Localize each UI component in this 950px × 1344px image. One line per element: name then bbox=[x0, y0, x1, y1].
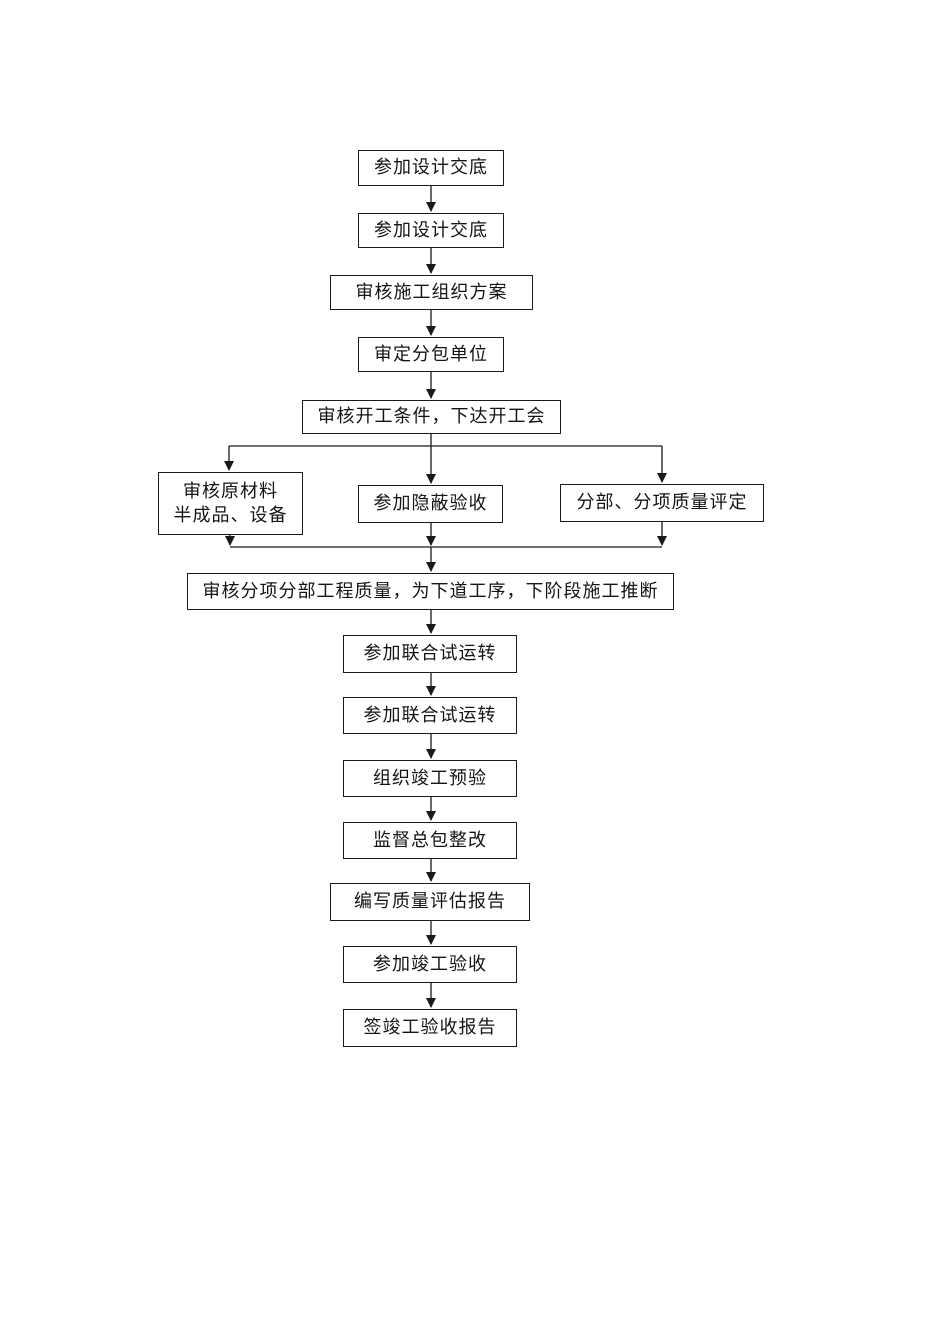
step-design-briefing-2: 参加设计交底 bbox=[358, 213, 504, 248]
step-joint-trial-run-2: 参加联合试运转 bbox=[343, 697, 517, 734]
step-approve-subcontractors: 审定分包单位 bbox=[358, 337, 504, 372]
step-supervise-contractor-rectification: 监督总包整改 bbox=[343, 822, 517, 859]
step-design-briefing-1: 参加设计交底 bbox=[358, 150, 504, 186]
step-hidden-works-acceptance: 参加隐蔽验收 bbox=[358, 485, 503, 523]
step-organize-completion-preinspection: 组织竣工预验 bbox=[343, 760, 517, 797]
step-write-quality-evaluation-report: 编写质量评估报告 bbox=[330, 883, 530, 921]
step-review-construction-plan: 审核施工组织方案 bbox=[330, 275, 533, 310]
step-review-start-conditions: 审核开工条件，下达开工会 bbox=[302, 400, 561, 434]
step-label-line-1: 审核原材料 bbox=[183, 481, 278, 502]
step-joint-trial-run-1: 参加联合试运转 bbox=[343, 635, 517, 673]
step-review-project-quality: 审核分项分部工程质量，为下道工序，下阶段施工推断 bbox=[187, 573, 674, 610]
step-review-raw-materials: 审核原材料 半成品、设备 bbox=[158, 472, 303, 535]
step-attend-completion-acceptance: 参加竣工验收 bbox=[343, 946, 517, 983]
step-label-line-2: 半成品、设备 bbox=[173, 504, 288, 525]
step-sign-acceptance-report: 签竣工验收报告 bbox=[343, 1009, 517, 1047]
step-division-quality-assessment: 分部、分项质量评定 bbox=[560, 484, 764, 522]
